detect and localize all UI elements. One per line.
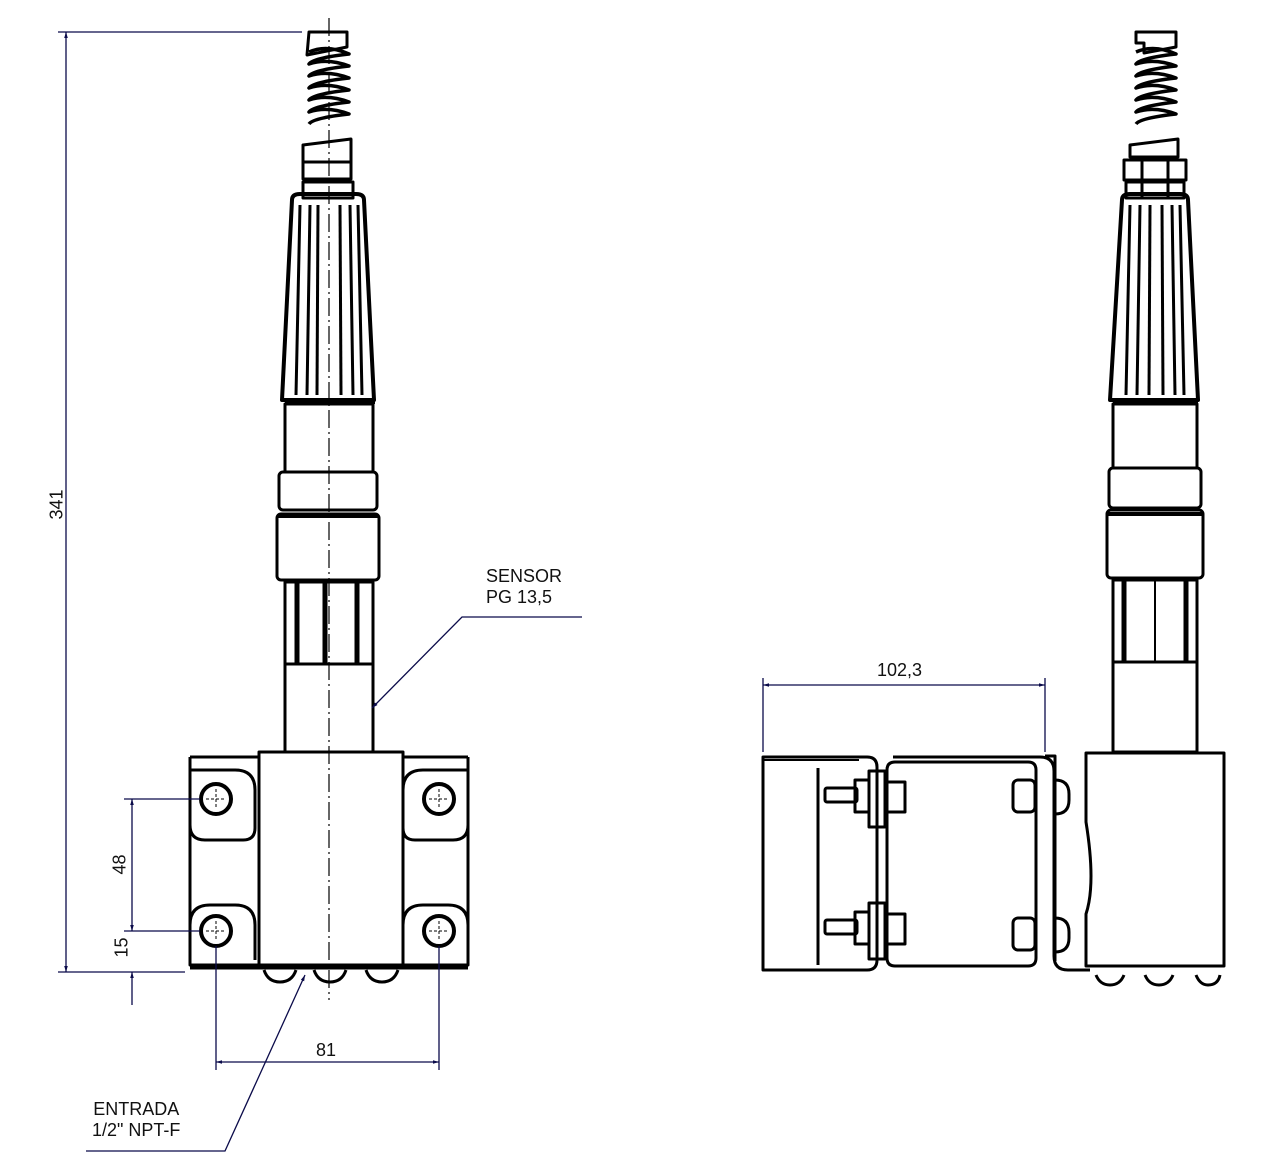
spring-icon (307, 46, 351, 126)
dimension-clamp-width: 102,3 (877, 660, 923, 680)
inlet-callout-line1: ENTRADA (93, 1099, 180, 1119)
front-view (188, 18, 470, 1000)
dimension-lines-side (762, 678, 1046, 752)
spring-icon (1134, 46, 1178, 126)
dimension-hole-spacing-horizontal: 81 (316, 1040, 337, 1060)
sensor-callout-line1: SENSOR (486, 566, 563, 586)
sensor-callout: SENSOR PG 13,5 (486, 566, 562, 608)
dimension-lines-front (58, 31, 582, 1152)
inlet-callout-line2: 1/2" NPT-F (92, 1120, 181, 1140)
bolt-icon (823, 769, 1071, 961)
dimension-overall-height: 341 (46, 489, 67, 520)
sensor-callout-line2: PG 13,5 (486, 587, 553, 607)
mounting-hole-icon (199, 782, 456, 948)
dimension-hole-to-base: 15 (111, 937, 132, 958)
inlet-callout: ENTRADA 1/2" NPT-F (92, 1099, 180, 1141)
dimension-hole-spacing-vertical: 48 (109, 854, 130, 875)
side-view (761, 30, 1226, 987)
